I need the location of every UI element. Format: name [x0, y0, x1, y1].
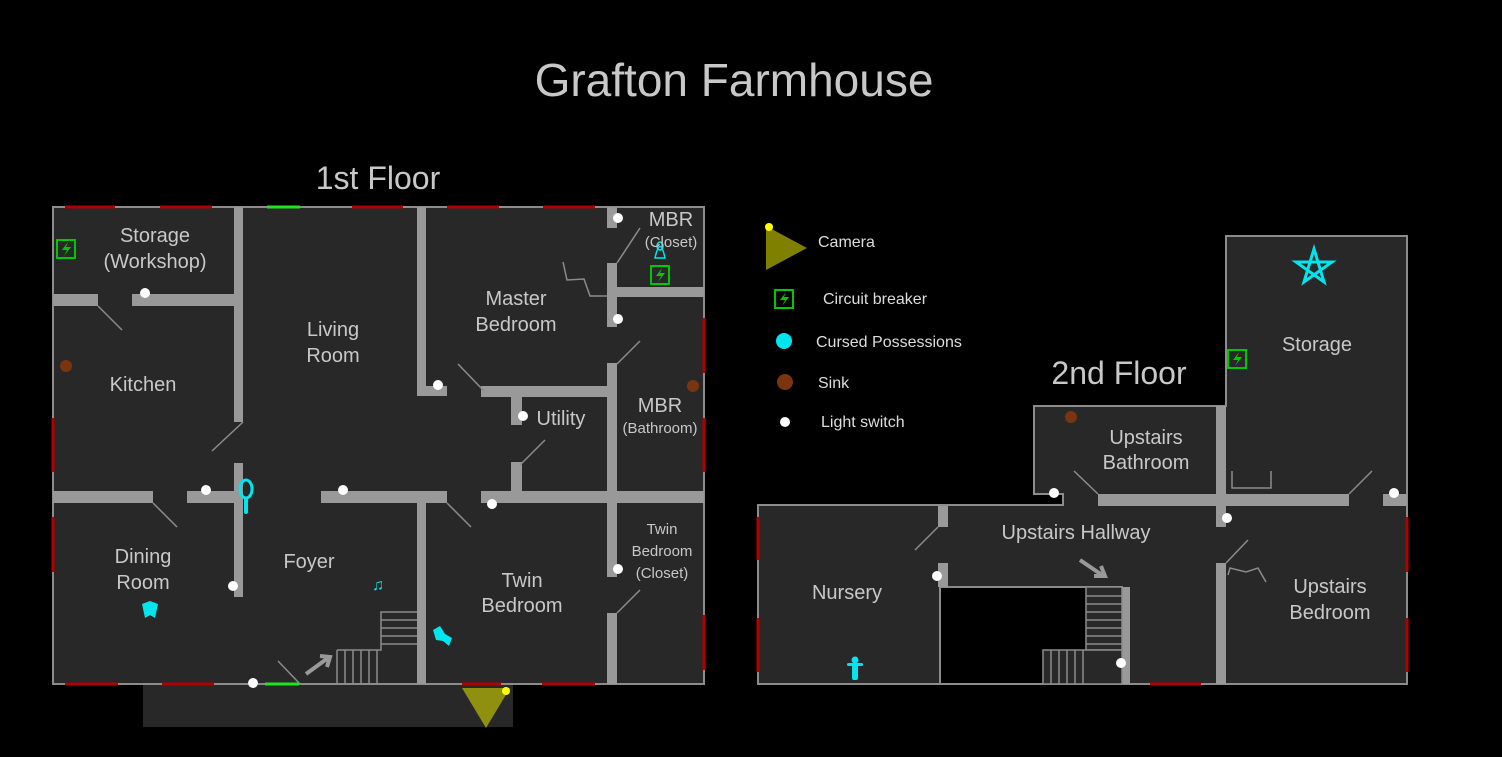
legend-label-camera: Camera — [818, 234, 875, 251]
second-floor: Storage Upstairs Bathroom Upstairs Hallw… — [756, 235, 1409, 686]
camera-icon — [766, 226, 807, 270]
staircase — [336, 611, 417, 684]
legend-label-sink: Sink — [818, 375, 850, 392]
porch — [143, 684, 513, 727]
room-label-storage: Storage — [120, 225, 190, 247]
camera-icon — [462, 688, 510, 728]
legend-label-circuit-breaker: Circuit breaker — [823, 291, 928, 308]
room-label-foyer: Foyer — [283, 551, 334, 573]
room-label-mbr-closet: MBR — [649, 209, 693, 231]
cursed-possession-icon — [776, 333, 792, 349]
room-label-mbr-closet-sub: (Closet) — [645, 234, 698, 251]
windows — [51, 205, 706, 686]
stairs-arrow-icon — [1078, 558, 1108, 578]
sink-icon — [777, 374, 793, 390]
room-label-upstairs-bathroom-2: Bathroom — [1103, 452, 1190, 474]
monkey-paw-icon — [433, 626, 452, 646]
room-label-upstairs-bathroom: Upstairs — [1109, 427, 1182, 449]
room-label-dining: Dining — [115, 546, 172, 568]
light-switches — [932, 488, 1399, 668]
first-floor-title: 1st Floor — [316, 160, 441, 196]
music-box-icon: ♫ — [372, 577, 384, 594]
first-floor: ♫ Storage (Workshop) Kitchen Living Room… — [51, 205, 706, 728]
haunted-mirror-icon — [238, 478, 254, 514]
room-label-living-2: Room — [306, 345, 359, 367]
room-label-master-2: Bedroom — [475, 314, 556, 336]
room-label-living: Living — [307, 319, 359, 341]
room-label-mbr-bath-sub: (Bathroom) — [622, 420, 697, 437]
light-switch-icon — [780, 417, 790, 427]
room-label-storage-sub: (Workshop) — [104, 251, 207, 273]
windows — [756, 517, 1409, 686]
room-label-twin-2: Bedroom — [481, 595, 562, 617]
room-label-twin: Twin — [501, 570, 542, 592]
room-label-dining-2: Room — [116, 572, 169, 594]
room-label-upstairs-bedroom-2: Bedroom — [1289, 602, 1370, 624]
room-label-mbr-bath: MBR — [638, 395, 682, 417]
ouija-board-icon — [654, 241, 666, 259]
room-label-nursery: Nursery — [812, 582, 882, 604]
room-label-upstairs-storage: Storage — [1282, 334, 1352, 356]
room-label-utility: Utility — [537, 408, 586, 430]
light-switches — [140, 213, 623, 688]
second-floor-title: 2nd Floor — [1051, 355, 1187, 391]
room-label-twin-closet-2: Bedroom — [632, 543, 693, 560]
room-label-master: Master — [485, 288, 546, 310]
voodoo-doll-icon — [847, 656, 863, 680]
circuit-breaker-icon — [774, 289, 794, 309]
sink-icon — [687, 380, 699, 392]
map-title: Grafton Farmhouse — [535, 54, 934, 106]
sink-icon — [1065, 411, 1077, 423]
tarot-cards-icon — [142, 601, 158, 618]
room-label-kitchen: Kitchen — [110, 374, 177, 396]
room-label-upstairs-bedroom: Upstairs — [1293, 576, 1366, 598]
room-label-upstairs-hallway: Upstairs Hallway — [1002, 522, 1151, 544]
legend-label-light-switch: Light switch — [821, 414, 905, 431]
legend-label-cursed: Cursed Possessions — [816, 334, 962, 351]
room-label-twin-closet-3: (Closet) — [636, 565, 689, 582]
summoning-circle-icon — [1291, 243, 1337, 286]
legend: Camera Circuit breaker Cursed Possession… — [765, 223, 962, 431]
sink-icon — [60, 360, 72, 372]
stairs-arrow-icon — [304, 654, 333, 676]
room-label-twin-closet: Twin — [647, 521, 678, 538]
